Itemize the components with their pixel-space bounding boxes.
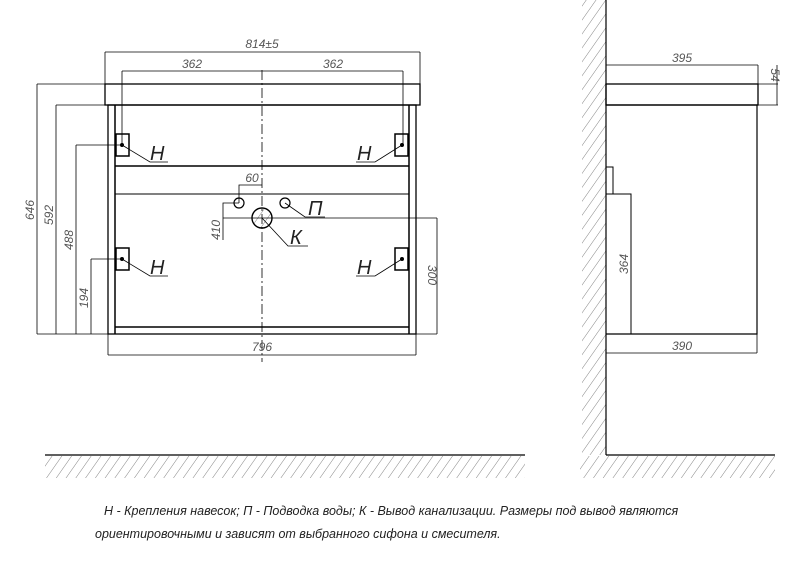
floor (45, 454, 775, 478)
label-mount: Н (357, 143, 372, 165)
label-drain: К (290, 227, 303, 249)
dim-bottom-width: 796 (252, 340, 272, 354)
label-water: П (308, 198, 323, 220)
front-view (36, 51, 438, 362)
dim-pipe-spacing: 60 (245, 171, 259, 185)
legend-note-line2: ориентировочными и зависят от выбранного… (95, 527, 501, 541)
dim-overall-top: 814±5 (245, 37, 279, 51)
side-dimension-labels: 395 54 390 364 (617, 51, 782, 353)
dim-height-646: 646 (23, 200, 37, 220)
water-inlet-right (279, 197, 291, 209)
dim-height-488: 488 (62, 230, 76, 250)
dim-drain-height: 300 (425, 265, 439, 285)
front-dimension-labels: 814±5 362 362 646 592 488 194 796 60 410… (23, 37, 439, 354)
dim-top-depth: 395 (672, 51, 692, 65)
dim-left-half: 362 (182, 57, 202, 71)
dim-height-592: 592 (42, 205, 56, 225)
side-countertop (605, 83, 759, 106)
dim-inner-height: 364 (617, 254, 631, 274)
side-view (582, 0, 778, 455)
label-mount: Н (150, 257, 165, 279)
side-bracket (605, 166, 614, 195)
label-mount: Н (357, 257, 372, 279)
dim-bottom-depth: 390 (672, 339, 692, 353)
countertop (104, 83, 421, 106)
label-mount: Н (150, 143, 165, 165)
cabinet-body (107, 104, 417, 335)
dim-top-thickness: 54 (768, 68, 782, 82)
dim-pipe-height: 410 (209, 220, 223, 240)
dim-height-194: 194 (77, 288, 91, 308)
dim-right-half: 362 (323, 57, 343, 71)
legend-note-line1: Н - Крепления навесок; П - Подводка воды… (104, 504, 679, 518)
wall-hatch (582, 0, 606, 455)
